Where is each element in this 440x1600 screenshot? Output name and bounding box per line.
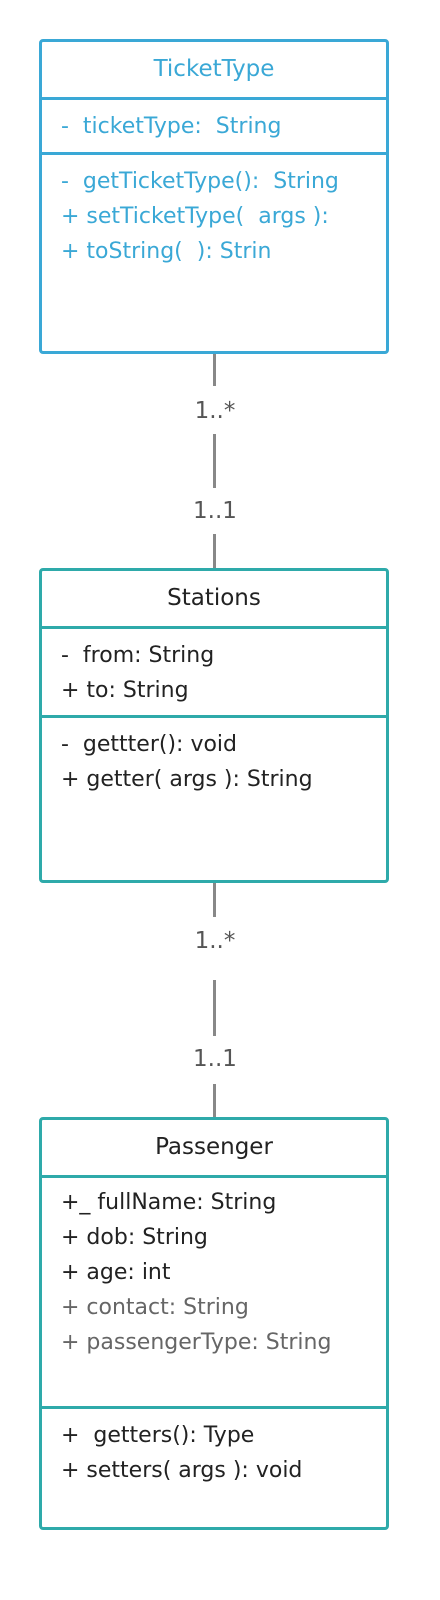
association-line xyxy=(213,883,216,917)
operation: + getters(): Type xyxy=(61,1423,255,1448)
multiplicity-label: 1..1 xyxy=(193,1046,237,1072)
operation: + setters( args ): void xyxy=(61,1458,303,1483)
class-name: Passenger xyxy=(155,1134,273,1160)
association-line xyxy=(213,980,216,1036)
association-line xyxy=(213,534,216,568)
operation: + toString( ): Strin xyxy=(61,239,272,264)
class-name: TicketType xyxy=(153,56,275,82)
attribute: + passengerType: String xyxy=(61,1330,332,1355)
attribute: - ticketType: String xyxy=(61,114,282,139)
operation: + getter( args ): String xyxy=(61,767,313,792)
passenger-class[interactable]: Passenger +_ fullName: String + dob: Str… xyxy=(39,1117,389,1530)
operations-section: + getters(): Type + setters( args ): voi… xyxy=(42,1406,386,1488)
multiplicity-label: 1..1 xyxy=(193,498,237,524)
attribute: +_ fullName: String xyxy=(61,1190,277,1215)
attributes-section: +_ fullName: String + dob: String + age:… xyxy=(42,1175,386,1406)
attribute: + to: String xyxy=(61,678,189,703)
operation: - gettter(): void xyxy=(61,732,238,757)
multiplicity-label: 1..* xyxy=(194,398,236,424)
attributes-section: - ticketType: String xyxy=(42,97,386,152)
operations-section: - gettter(): void + getter( args ): Stri… xyxy=(42,715,386,797)
association-line xyxy=(213,1084,216,1117)
tickettype-class[interactable]: TicketType - ticketType: String - getTic… xyxy=(39,39,389,354)
association-line xyxy=(213,434,216,488)
attributes-section: - from: String + to: String xyxy=(42,626,386,715)
operation: - getTicketType(): String xyxy=(61,169,339,194)
attribute: - from: String xyxy=(61,643,215,668)
operation: + setTicketType( args ): xyxy=(61,204,329,229)
attribute: + age: int xyxy=(61,1260,171,1285)
class-name: Stations xyxy=(167,585,261,611)
attribute: + dob: String xyxy=(61,1225,208,1250)
attribute: + contact: String xyxy=(61,1295,249,1320)
stations-class[interactable]: Stations - from: String + to: String - g… xyxy=(39,568,389,883)
operations-section: - getTicketType(): String + setTicketTyp… xyxy=(42,152,386,269)
association-line xyxy=(213,354,216,386)
multiplicity-label: 1..* xyxy=(194,928,236,954)
